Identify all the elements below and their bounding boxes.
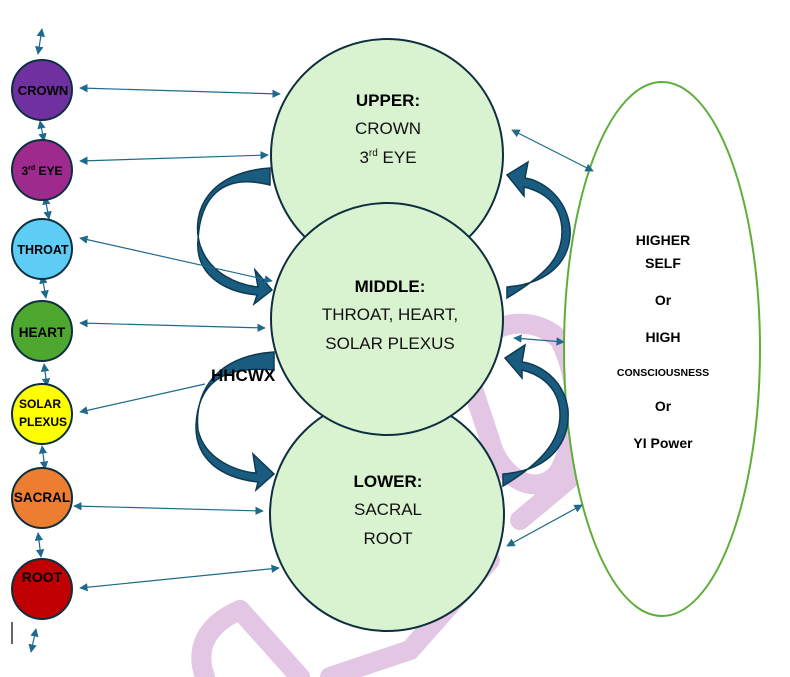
higher-self-line-2: SELF [645, 255, 681, 271]
chakra-root-label: ROOT [22, 569, 63, 585]
chakra-heart-circle [11, 300, 73, 362]
chakra-solar-plexus-circle [11, 383, 73, 445]
lower-line-2: ROOT [363, 529, 412, 548]
connector-throat-middle [79, 235, 273, 284]
lower-line-1: SACRAL [354, 500, 422, 519]
higher-self-or-2: Or [655, 398, 672, 414]
chakra-3rd-eye-label: 3rd EYE [21, 164, 62, 178]
chakra-sacral-circle [11, 467, 73, 529]
higher-self-line-3: HIGH [646, 329, 681, 345]
curved-arrow-left-lower [195, 351, 276, 493]
chakra-3rd-eye[interactable]: 3rd EYE [11, 139, 73, 201]
higher-self-ellipse [563, 81, 761, 617]
higher-self-or-1: Or [655, 292, 672, 308]
connector-sacral-root [34, 532, 45, 558]
connector-heart-solar [40, 363, 51, 387]
lower-center-text: LOWER: SACRAL ROOT [354, 472, 423, 548]
higher-self-line-1: HIGHER [636, 232, 690, 248]
connector-lower-self [506, 504, 583, 547]
middle-line-2: SOLAR PLEXUS [325, 334, 454, 353]
connector-root-lower [79, 564, 280, 592]
chakra-throat-circle [11, 218, 73, 280]
higher-self-line-4: CONSCIOUSNESS [617, 367, 709, 379]
connector-bottom [28, 628, 39, 653]
chakra-throat[interactable]: THROAT [11, 218, 73, 280]
higher-self-text: HIGHER SELF Or HIGH CONSCIOUSNESS Or YI … [617, 232, 709, 451]
chakra-throat-label: THROAT [17, 243, 69, 257]
upper-title: UPPER: [356, 91, 420, 110]
upper-line-1: CROWN [355, 119, 421, 138]
watermark-stroke [230, 600, 310, 677]
chakra-heart-label: HEART [19, 325, 66, 340]
chakra-heart[interactable]: HEART [11, 300, 73, 362]
curved-arrow-left-upper [196, 167, 274, 307]
curved-arrow-right-upper [505, 160, 571, 300]
chakra-sacral[interactable]: SACRAL [11, 467, 73, 529]
upper-center-text: UPPER: CROWN 3rd EYE [355, 91, 421, 167]
chakra-sacral-label: SACRAL [14, 490, 70, 505]
connector-sacral-lower [73, 502, 264, 515]
lower-title: LOWER: [354, 472, 423, 491]
middle-center-text: MIDDLE: THROAT, HEART, SOLAR PLEXUS [322, 277, 458, 353]
chakra-solar-plexus-label-1: SOLAR [19, 397, 61, 411]
chakra-3rd-eye-circle [11, 139, 73, 201]
connector-upper-self [511, 129, 594, 172]
connector-solar-middle [79, 383, 206, 415]
chakra-solar-plexus[interactable]: SOLAR PLEXUS [11, 383, 73, 445]
chakra-crown-circle [11, 59, 73, 121]
connector-crown-upper [79, 84, 281, 98]
overlay-text: HHCWX [211, 366, 276, 385]
chakra-crown-label: CROWN [18, 83, 69, 98]
higher-self-line-5: YI Power [633, 435, 693, 451]
connector-3rdeye-upper [79, 151, 269, 165]
curved-arrow-right-lower [502, 343, 569, 488]
connectors [28, 28, 594, 653]
watermark-stroke [191, 600, 250, 677]
upper-line-2: 3rd EYE [359, 148, 416, 167]
connector-crown-3rdeye [37, 120, 47, 142]
middle-line-1: THROAT, HEART, [322, 305, 458, 324]
middle-title: MIDDLE: [355, 277, 426, 296]
connector-top [35, 28, 45, 55]
connector-middle-self [513, 334, 565, 346]
connector-heart-middle [79, 319, 266, 332]
chakra-crown[interactable]: CROWN [11, 59, 73, 121]
chakra-root-circle [11, 558, 73, 620]
chakra-solar-plexus-label-2: PLEXUS [19, 415, 67, 429]
chakra-root[interactable]: ROOT [11, 558, 73, 620]
middle-center-circle [270, 202, 504, 436]
connector-solar-sacral [38, 445, 49, 470]
